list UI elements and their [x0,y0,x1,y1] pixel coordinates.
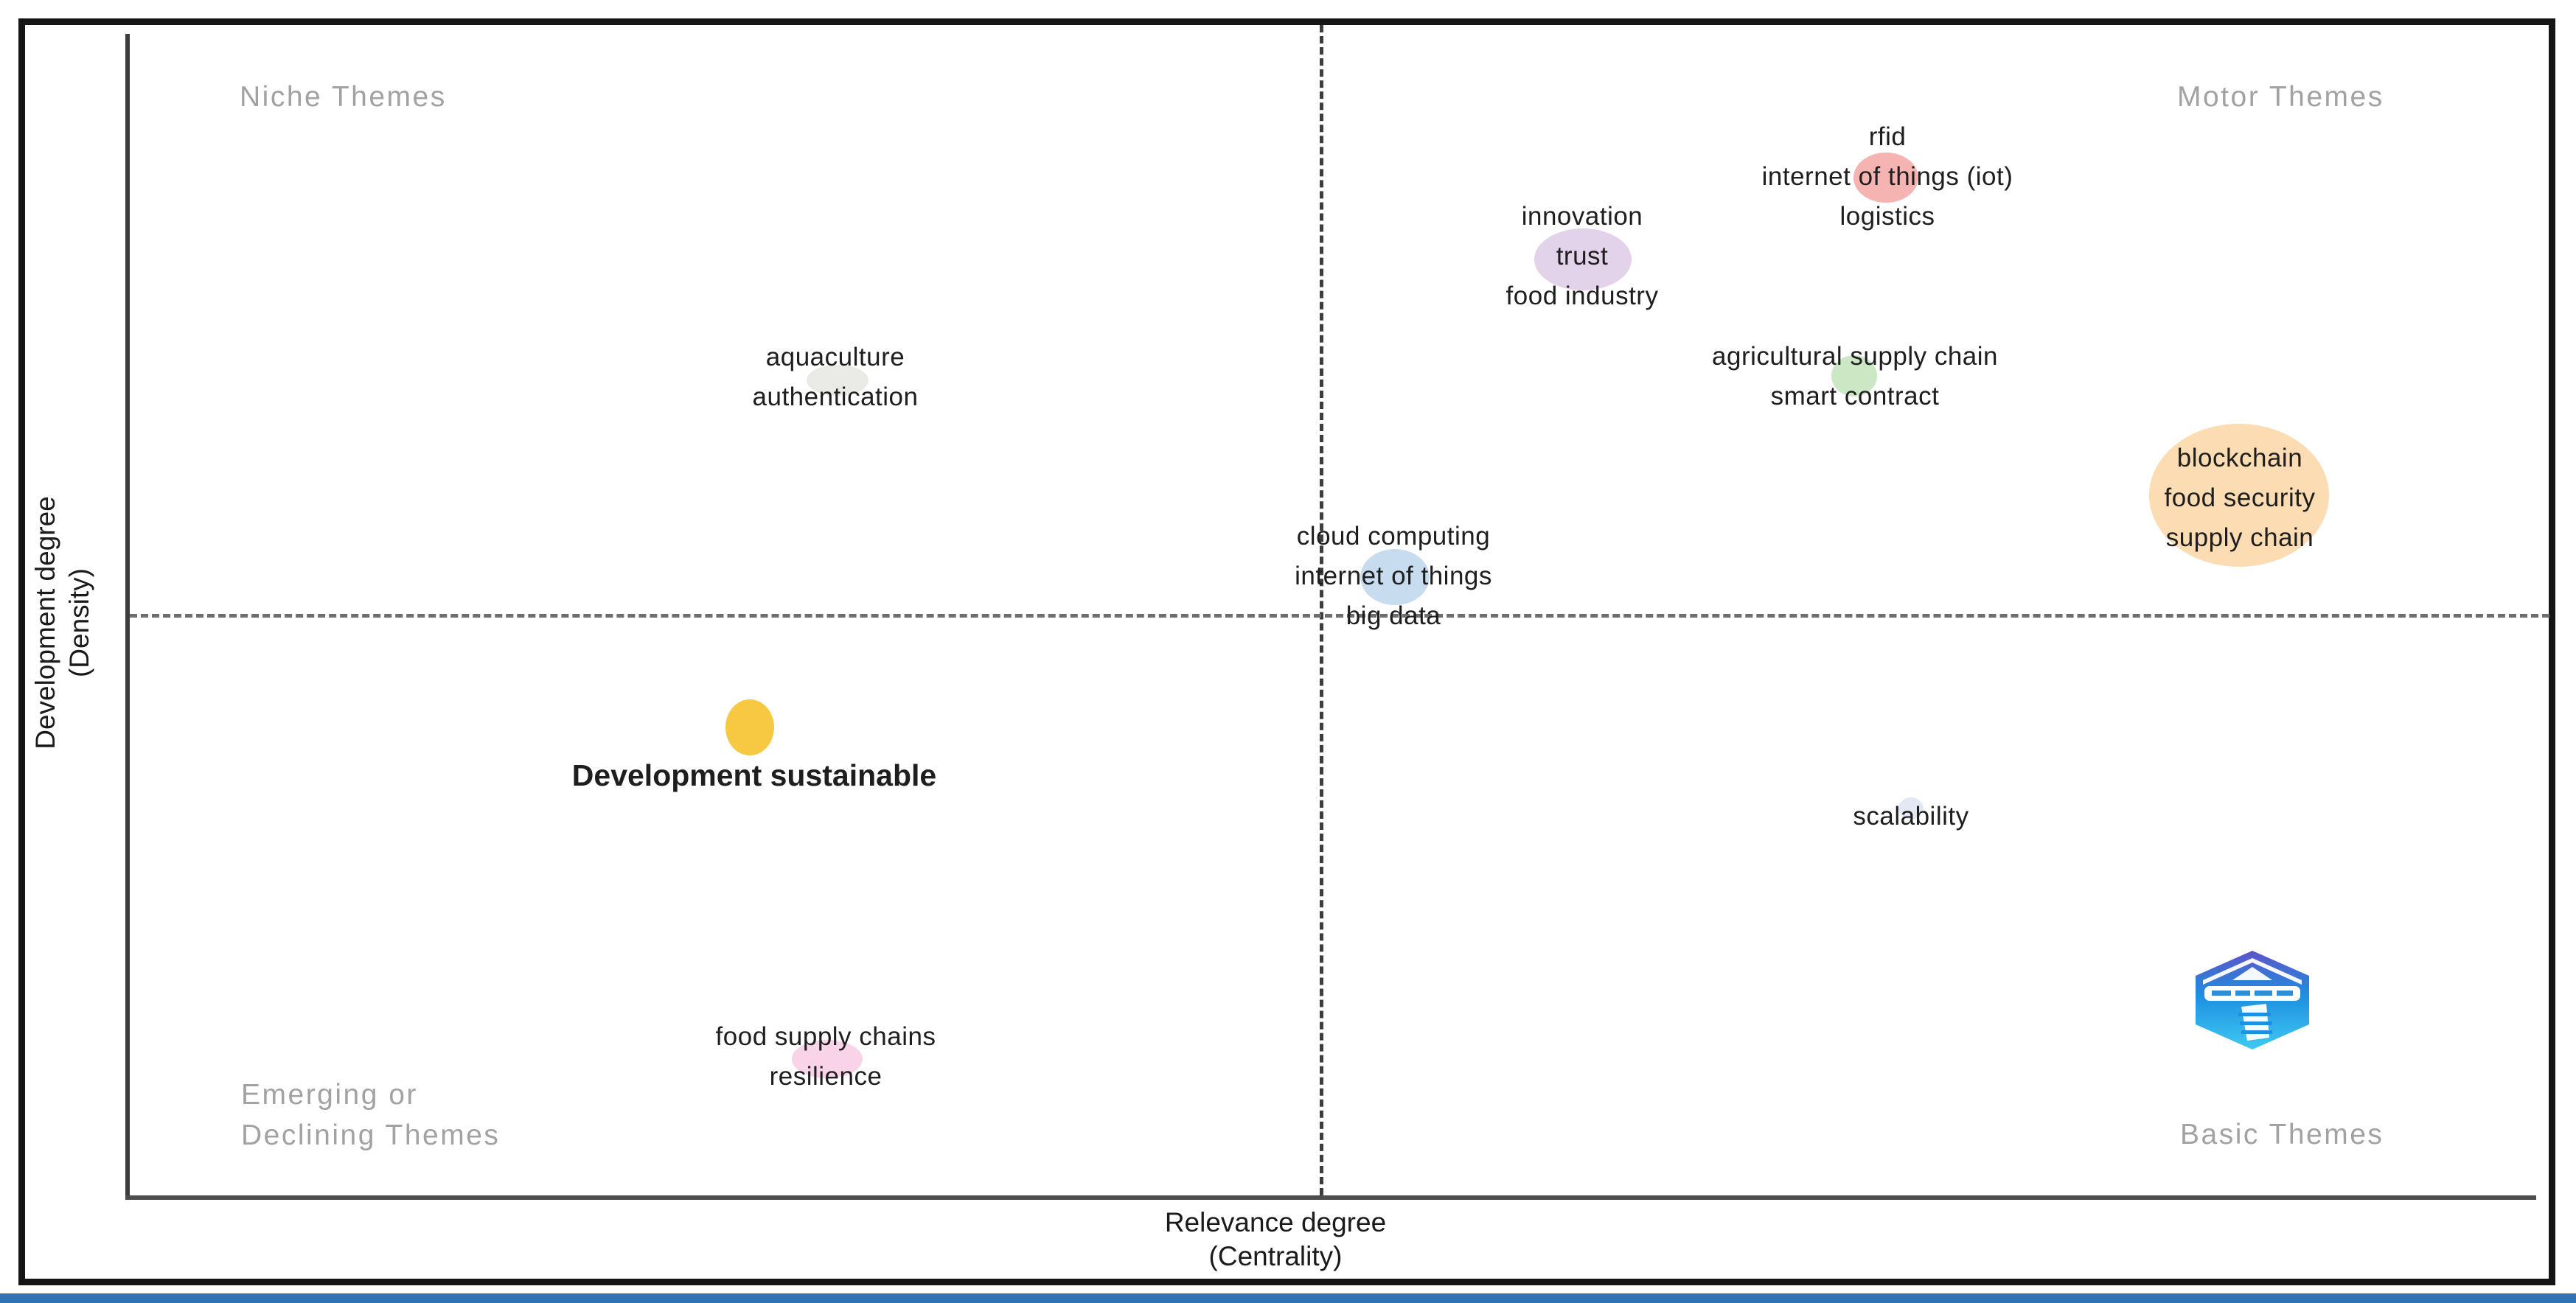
cluster-bubble-cloud-computing [1360,549,1430,605]
x-axis-label-line1: Relevance degree [1164,1207,1387,1237]
hexagon-logo-icon [2196,951,2309,1049]
cluster-label-line: supply chain [2165,523,2314,552]
cluster-label-line: internet of things (iot) [1761,162,2013,191]
y-axis-label: Development degree (Density) [29,496,97,750]
cluster-bubble-blockchain [2149,424,2329,567]
cluster-label-innovation-trust: innovation trust food industry [1506,197,1659,316]
cluster-bubble-development-sustainable [725,699,774,755]
cluster-label-food-supply-chains: food supply chains resilience [716,1017,936,1097]
cluster-label-line: rfid [1868,122,1907,151]
cluster-bubble-scalability [1898,797,1924,820]
cluster-label-line: innovation [1521,202,1643,231]
quadrant-label-emerging-line1: Emerging or [241,1079,418,1111]
cluster-label-blockchain: blockchain food security supply chain [2165,439,2316,558]
cluster-label-line: aquaculture [765,343,905,371]
cluster-label-line: big data [1346,601,1441,630]
cluster-bubble-agricultural-supply-chain [1831,355,1877,397]
cluster-label-agricultural-supply-chain: agricultural supply chain smart contract [1712,337,1998,416]
cluster-label-line: authentication [752,382,919,411]
cluster-label-line: smart contract [1770,382,1940,411]
x-axis-label: Relevance degree (Centrality) [1165,1206,1386,1274]
quadrant-label-basic: Basic Themes [2180,1119,2384,1150]
cluster-label-line: food supply chains [715,1022,936,1051]
cluster-label-scalability: scalability [1853,797,1968,836]
quadrant-label-emerging: Emerging or Declining Themes [241,1075,500,1156]
cluster-label-cloud-computing: cloud computing internet of things big dat… [1295,517,1492,636]
cluster-label-line: food industry [1505,282,1659,310]
x-axis-line [125,1195,2536,1200]
cluster-bubble-aquaculture [807,365,868,396]
horizontal-dashed-divider [130,614,2549,618]
cluster-label-aquaculture: aquaculture authentication [753,338,919,417]
vertical-dashed-divider [1320,25,1323,1195]
quadrant-label-motor: Motor Themes [2177,81,2384,113]
cluster-label-line: logistics [1839,202,1935,231]
figure-border [18,18,2555,1285]
cluster-bubble-food-supply-chains [792,1040,863,1078]
y-axis-label-line2: (Density) [64,567,94,678]
cluster-bubble-rfid [1853,153,1918,203]
cluster-label-line: trust [1556,242,1609,270]
cluster-label-line: cloud computing [1296,522,1491,551]
quadrant-label-emerging-line2: Declining Themes [241,1119,501,1151]
y-axis-label-line1: Development degree [30,496,60,750]
cluster-label-line: scalability [1853,802,1969,831]
cluster-label-line: internet of things [1295,562,1492,590]
cluster-bubble-innovation-trust [1534,228,1632,290]
cluster-label-rfid: rfid internet of things (iot) logistics [1762,117,2013,237]
cluster-label-development-sustainable: Development sustainable [572,755,936,795]
x-axis-label-line2: (Centrality) [1208,1241,1343,1271]
bottom-blue-bar [0,1293,2576,1303]
cluster-label-line: Development sustainable [571,758,937,792]
cluster-label-line: resilience [769,1062,883,1091]
y-axis-line [125,34,130,1200]
cluster-label-line: blockchain [2176,444,2303,472]
quadrant-label-niche: Niche Themes [240,81,447,113]
cluster-label-line: agricultural supply chain [1712,342,1998,371]
cluster-label-line: food security [2164,483,2316,512]
